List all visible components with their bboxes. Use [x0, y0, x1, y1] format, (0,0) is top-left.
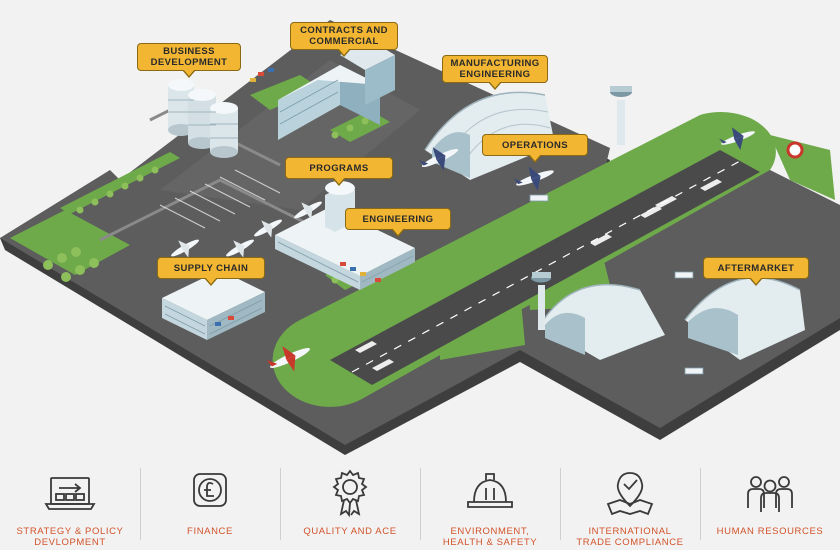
- footer-label: ENVIRONMENT, HEALTH & SAFETY: [442, 526, 538, 548]
- footer-item-quality[interactable]: QUALITY AND ACE: [280, 458, 420, 550]
- callout-label: PROGRAMS: [309, 162, 369, 174]
- callout-engineering[interactable]: ENGINEERING: [345, 208, 451, 237]
- lower-hangars: [539, 277, 805, 360]
- footer-item-strategy[interactable]: STRATEGY & POLICY DEVLOPMENT: [0, 458, 140, 550]
- callout-aftermarket[interactable]: AFTERMARKET: [703, 257, 809, 286]
- callout-label: BUSINESS DEVELOPMENT: [150, 46, 228, 68]
- footer-item-trade[interactable]: INTERNATIONAL TRADE COMPLIANCE: [560, 458, 700, 550]
- business-development-towers: [168, 79, 238, 158]
- map-check-icon: [606, 472, 654, 516]
- supply-chain-building: [162, 270, 265, 340]
- hard-hat-icon: [467, 473, 513, 508]
- callout-operations[interactable]: OPERATIONS: [482, 134, 588, 163]
- airplanes: [171, 127, 755, 372]
- callout-label: ENGINEERING: [362, 213, 434, 225]
- control-tower-1: [610, 86, 632, 145]
- footer-item-ehs[interactable]: ENVIRONMENT, HEALTH & SAFETY: [420, 458, 560, 550]
- callout-programs[interactable]: PROGRAMS: [285, 157, 393, 186]
- footer-label: FINANCE: [187, 526, 233, 537]
- footer-label: INTERNATIONAL TRADE COMPLIANCE: [576, 526, 684, 548]
- airport-scene: [0, 20, 840, 455]
- callout-contracts-and-commercial[interactable]: CONTRACTS AND COMMERCIAL: [290, 22, 398, 57]
- award-ribbon-icon: [332, 469, 368, 518]
- trees: [43, 117, 369, 284]
- callout-label: MANUFACTURING ENGINEERING: [450, 58, 540, 80]
- callout-label: AFTERMARKET: [717, 262, 795, 274]
- runway: [272, 112, 776, 407]
- footer-item-hr[interactable]: HUMAN RESOURCES: [700, 458, 840, 550]
- people-group-icon: [747, 476, 793, 512]
- callout-business-development[interactable]: BUSINESS DEVELOPMENT: [137, 43, 241, 78]
- callout-label: OPERATIONS: [501, 139, 569, 151]
- footer-label: HUMAN RESOURCES: [716, 526, 824, 537]
- callout-label: CONTRACTS AND COMMERCIAL: [300, 25, 388, 47]
- parking-lines: [159, 169, 281, 229]
- strategy-laptop-icon: [44, 477, 96, 510]
- wind-sock: [786, 141, 804, 159]
- control-tower-2: [531, 272, 551, 330]
- vehicles: [215, 68, 704, 375]
- pound-coin-icon: [193, 473, 227, 507]
- callout-supply-chain[interactable]: SUPPLY CHAIN: [157, 257, 265, 286]
- footer-item-finance[interactable]: FINANCE: [140, 458, 280, 550]
- callout-manufacturing-engineering[interactable]: MANUFACTURING ENGINEERING: [442, 55, 548, 90]
- callout-label: SUPPLY CHAIN: [173, 262, 249, 274]
- platform: [0, 20, 840, 455]
- footer-label: STRATEGY & POLICY DEVLOPMENT: [16, 526, 124, 548]
- support-functions-bar: STRATEGY & POLICY DEVLOPMENT FINANCE QUA…: [0, 458, 840, 550]
- contracts-building: [278, 40, 395, 140]
- footer-label: QUALITY AND ACE: [303, 526, 397, 537]
